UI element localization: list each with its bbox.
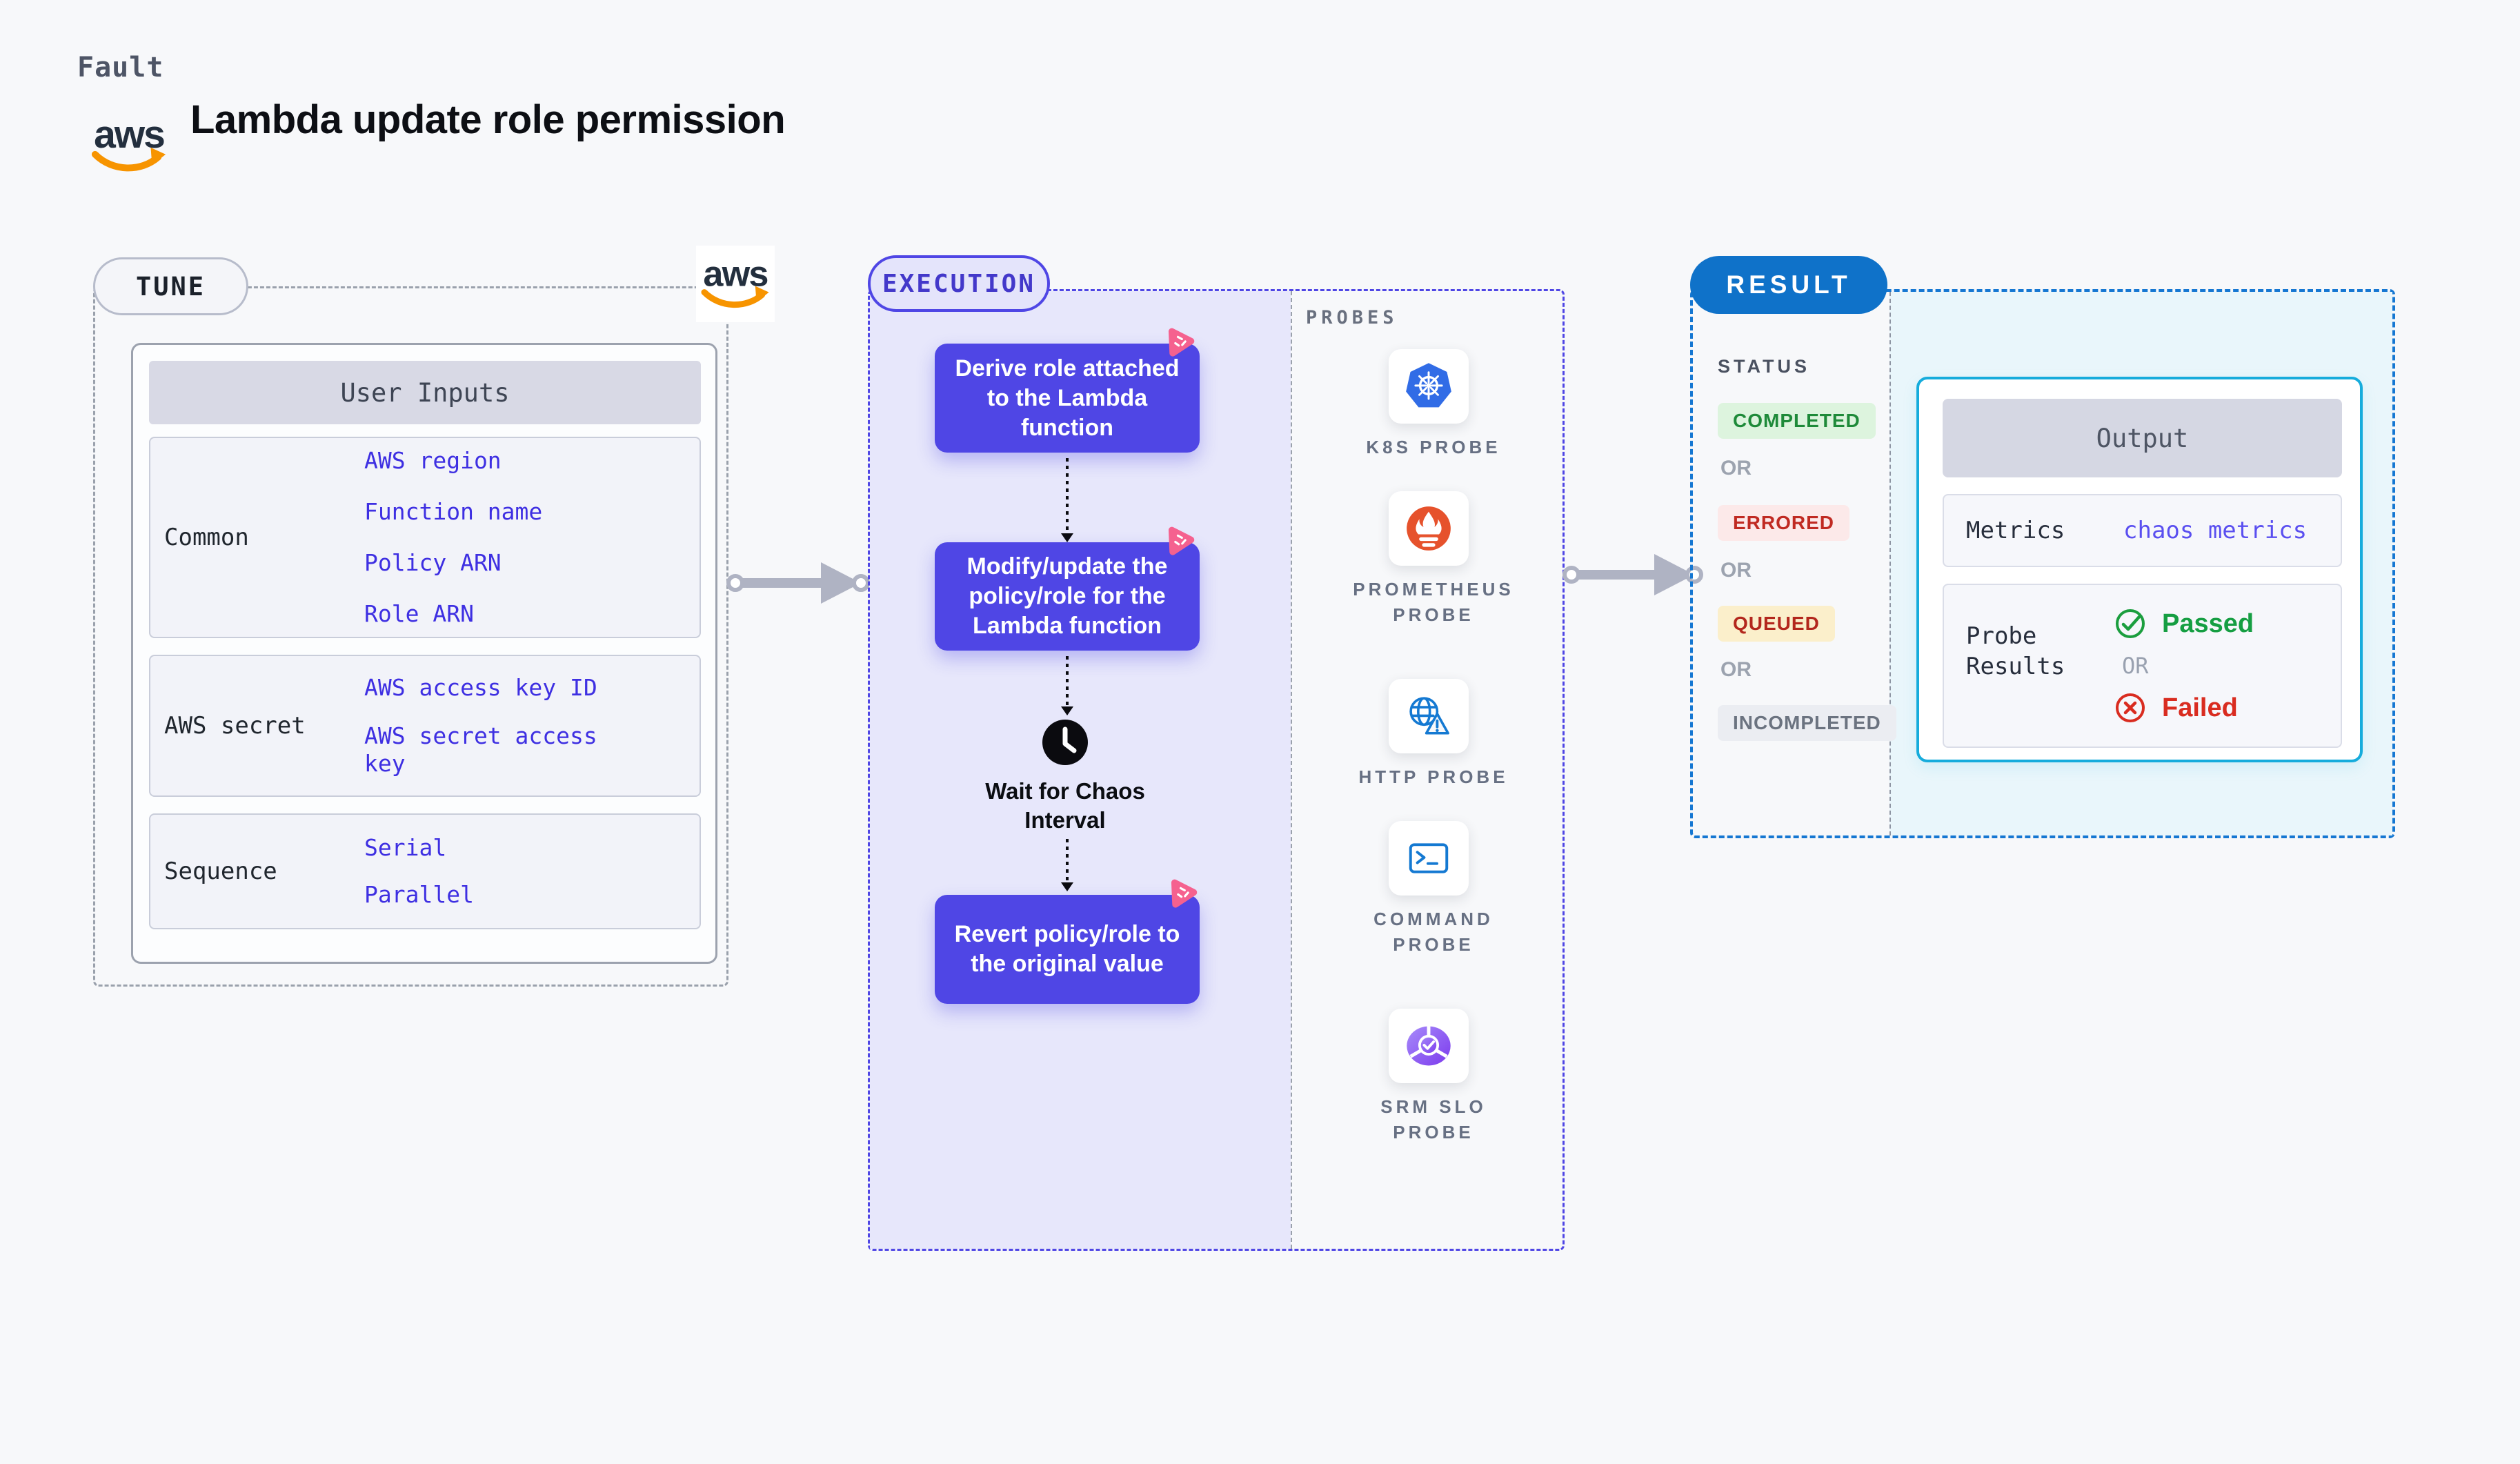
http-globe-icon — [1409, 697, 1449, 735]
output-card: Output Metrics chaos metrics Probe Resul… — [1916, 377, 2363, 762]
or-separator: OR — [2122, 653, 2149, 679]
result-divider — [1889, 292, 1891, 835]
step-derive-role: Derive role attached to the Lambda funct… — [935, 344, 1200, 453]
probe-label-srm-slo: SRM SLO PROBE — [1380, 1096, 1487, 1142]
step-wait-chaos-interval: Wait for Chaos Interval — [985, 778, 1145, 833]
fault-eyebrow: Fault — [77, 52, 164, 83]
kubernetes-icon — [1406, 363, 1451, 408]
x-circle-icon — [2116, 693, 2145, 722]
or-separator: OR — [1720, 559, 1752, 582]
user-inputs-card: User Inputs Common AWS region Function n… — [131, 343, 717, 964]
link-parallel[interactable]: Parallel — [364, 881, 474, 908]
link-aws-access-key-id[interactable]: AWS access key ID — [364, 674, 597, 701]
link-policy-arn[interactable]: Policy ARN — [364, 549, 502, 576]
link-aws-region[interactable]: AWS region — [364, 447, 502, 474]
probe-label-k8s: K8S PROBE — [1366, 437, 1501, 457]
litmus-chaos-icon — [1168, 526, 1195, 555]
output-header: Output — [1943, 399, 2342, 477]
execution-to-result-arrow — [1562, 554, 1703, 595]
metrics-row: Metrics chaos metrics — [1943, 494, 2342, 567]
flow-arrow — [1061, 656, 1073, 715]
status-title: STATUS — [1718, 356, 1810, 377]
flow-arrow — [1061, 839, 1073, 891]
terminal-icon — [1409, 843, 1449, 873]
or-separator: OR — [1720, 658, 1752, 681]
row-label: Common — [164, 524, 249, 551]
probe-card-command — [1389, 821, 1469, 896]
prometheus-icon — [1407, 506, 1451, 551]
probe-card-k8s — [1389, 349, 1469, 424]
status-badge-errored: ERRORED — [1718, 505, 1850, 541]
link-serial[interactable]: Serial — [364, 834, 447, 861]
table-row-sequence: Sequence Serial Parallel — [149, 813, 701, 929]
metrics-label: Metrics — [1966, 517, 2065, 544]
link-function-name[interactable]: Function name — [364, 498, 543, 525]
tune-section — [93, 286, 728, 987]
probe-label-http: HTTP PROBE — [1358, 766, 1509, 787]
table-row-common: Common AWS region Function name Policy A… — [149, 437, 701, 638]
tune-to-execution-arrow — [726, 562, 870, 604]
probes-title: PROBES — [1306, 307, 1398, 328]
probe-label-prometheus: PROMETHEUS PROBE — [1353, 579, 1514, 625]
step-revert-policy: Revert policy/role to the original value — [935, 895, 1200, 1004]
step-modify-policy: Modify/update the policy/role for the La… — [935, 542, 1200, 651]
probe-card-http — [1389, 679, 1469, 753]
result-badge: RESULT — [1690, 256, 1887, 314]
aws-logo-small: aws — [701, 255, 769, 308]
clock-icon — [1042, 720, 1088, 765]
status-badge-completed: COMPLETED — [1718, 403, 1876, 439]
probe-results-row: Probe Results Passed OR Failed — [1943, 584, 2342, 748]
aws-corner-patch — [696, 246, 775, 322]
flow-arrow — [1061, 458, 1073, 542]
status-badge-incompleted: INCOMPLETED — [1718, 705, 1896, 741]
chaos-metrics-link[interactable]: chaos metrics — [2123, 517, 2308, 544]
page-title: Lambda update role permission — [190, 97, 786, 142]
probe-card-srm-slo — [1389, 1009, 1469, 1083]
table-row-aws-secret: AWS secret AWS access key ID AWS secret … — [149, 655, 701, 797]
row-label: AWS secret — [164, 712, 306, 740]
user-inputs-header: User Inputs — [149, 361, 701, 424]
status-badge-queued: QUEUED — [1718, 606, 1835, 642]
litmus-chaos-icon — [1171, 879, 1198, 908]
or-separator: OR — [1720, 457, 1752, 479]
probe-label-command: COMMAND PROBE — [1373, 909, 1494, 955]
aws-logo: aws — [91, 112, 166, 172]
row-label: Sequence — [164, 858, 277, 885]
probes-divider — [1291, 291, 1292, 1249]
probe-card-prometheus — [1389, 491, 1469, 566]
probe-results-label: Probe Results — [1966, 622, 2065, 680]
slo-pie-icon — [1407, 1025, 1451, 1066]
tune-badge: TUNE — [93, 257, 248, 315]
execution-badge: EXECUTION — [868, 255, 1050, 312]
link-role-arn[interactable]: Role ARN — [364, 600, 474, 627]
litmus-chaos-icon — [1168, 328, 1195, 357]
failed-label: Failed — [2162, 693, 2238, 722]
link-aws-secret-access-key[interactable]: AWS secret access key — [364, 722, 597, 777]
check-circle-icon — [2116, 609, 2145, 638]
passed-label: Passed — [2162, 609, 2254, 638]
